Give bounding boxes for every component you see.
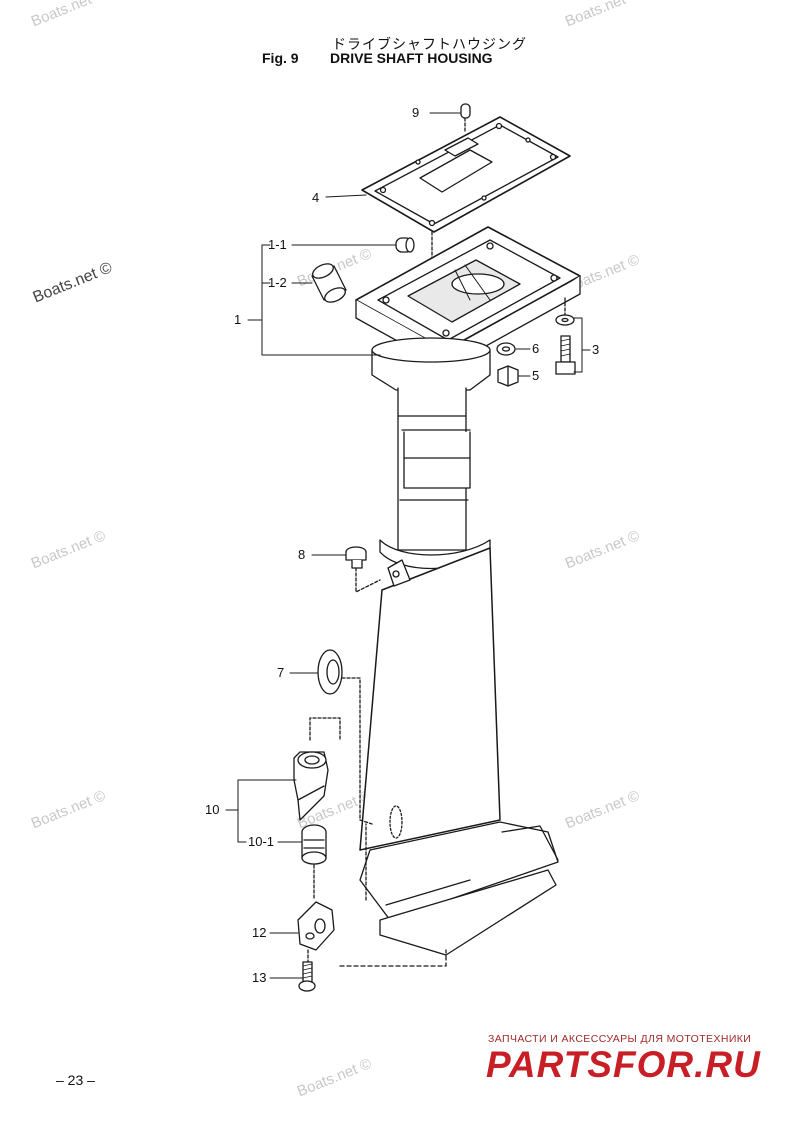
callout-10-1: 10-1: [248, 834, 275, 849]
figure-label: Fig. 9: [262, 50, 299, 66]
callout-12: 12: [252, 925, 267, 940]
callout-3: 3: [592, 342, 600, 357]
part-4-gasket: [361, 116, 571, 261]
part-1-1-bushing: [395, 237, 415, 253]
part-5-nut: [497, 365, 519, 387]
part-1-2-sleeve: [311, 263, 347, 303]
housing-body: [359, 547, 559, 956]
figure-title-japanese: ドライブシャフトハウジング: [332, 37, 527, 53]
part-10-1-bushing: [301, 824, 327, 901]
part-6-washer: [496, 342, 516, 356]
callout-7: 7: [277, 665, 285, 680]
page-number: – 23 –: [56, 1072, 95, 1088]
callout-10: 10: [205, 802, 220, 817]
callout-1-1: 1-1: [268, 237, 287, 252]
figure-title: DRIVE SHAFT HOUSING: [330, 50, 493, 66]
callout-5: 5: [532, 368, 540, 383]
callout-13: 13: [252, 970, 267, 985]
callout-1-2: 1-2: [268, 275, 287, 290]
part-12-bracket: [297, 901, 335, 963]
housing-top-flange: [355, 226, 581, 369]
part-8-plug: [345, 546, 381, 593]
part-7-grommet: [317, 649, 373, 825]
part-13-screw: [298, 961, 316, 992]
housing-neck: [371, 337, 491, 570]
callout-9: 9: [412, 105, 420, 120]
part-9-dowel-pin: [460, 103, 471, 133]
part-10-holder: [293, 717, 341, 821]
callout-6: 6: [532, 341, 540, 356]
callout-4: 4: [312, 190, 320, 205]
ad-logo: PARTSFOR.RU: [486, 1044, 761, 1085]
leader-lines: [225, 112, 591, 979]
callout-1: 1: [234, 312, 242, 327]
callout-8: 8: [298, 547, 306, 562]
part-3-bolt: [555, 297, 576, 375]
ad-tagline: ЗАПЧАСТИ И АКСЕССУАРЫ ДЛЯ МОТОТЕХНИКИ: [488, 1033, 752, 1045]
